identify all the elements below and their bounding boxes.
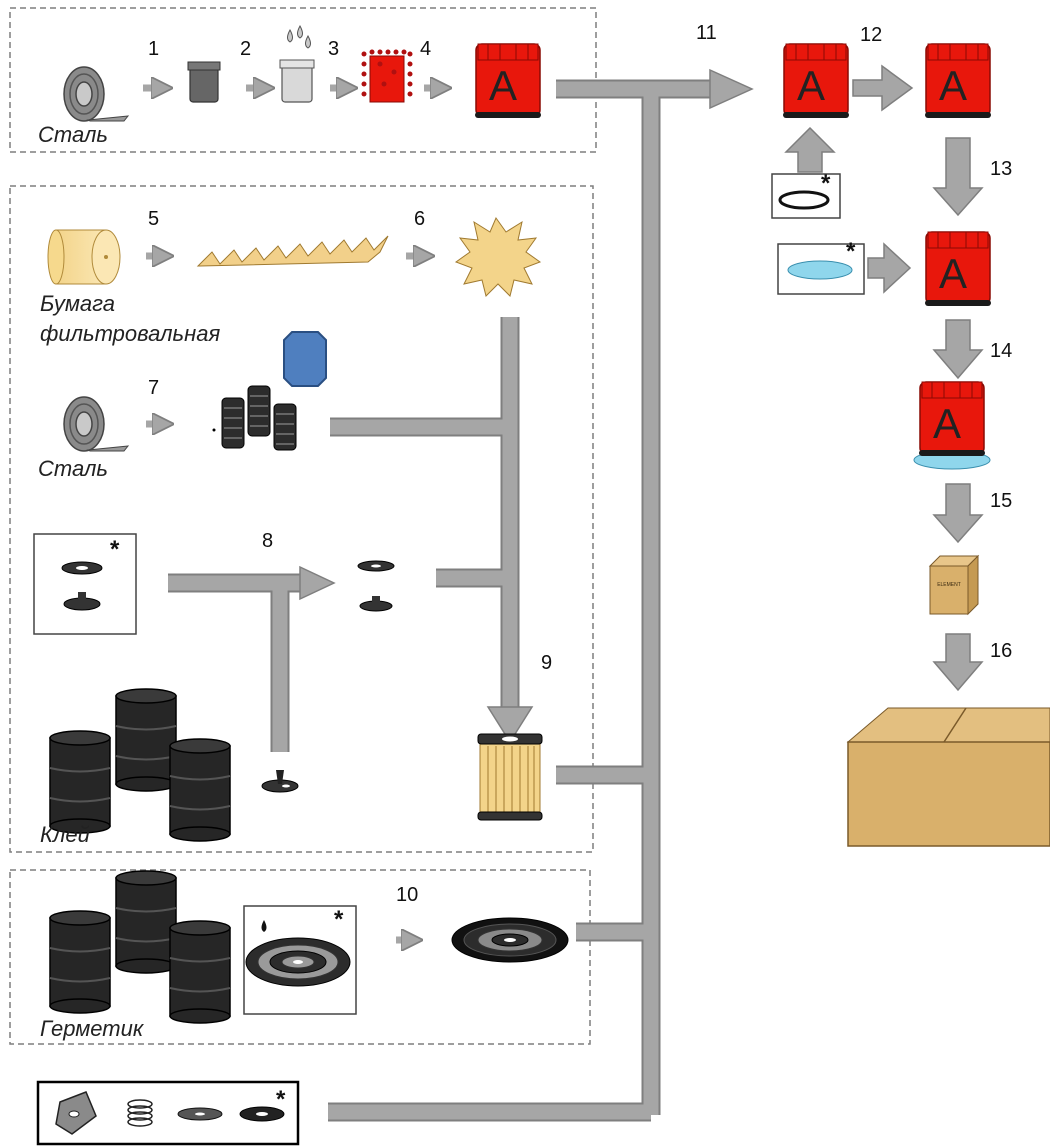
glue-drum-3-icon	[169, 738, 231, 842]
sealed-plate-icon	[451, 917, 569, 963]
canister-step14-icon	[913, 381, 991, 470]
step-number-14: 14	[990, 340, 1013, 362]
blank-cup-icon	[187, 61, 221, 103]
step-number-7: 7	[148, 377, 160, 399]
sealant-drum-3-icon	[169, 920, 231, 1024]
material-label-sealant: Герметик	[40, 1016, 144, 1041]
step-number-9: 9	[541, 652, 553, 674]
group-frames	[9, 7, 597, 1045]
filter-element-icon	[477, 733, 543, 821]
blue-sticky-marker	[283, 331, 327, 387]
glue-drum-1-icon	[49, 730, 111, 834]
end-caps-supplied-box	[33, 533, 137, 635]
arrow-16	[932, 633, 984, 692]
end-caps-icon	[357, 560, 395, 612]
trunk-arrowheads	[299, 68, 754, 744]
step-number-3: 3	[328, 38, 340, 60]
material-label-paper-line1: Бумага	[40, 291, 115, 316]
steel-coil-2-icon	[63, 396, 129, 452]
step-number-12: 12	[860, 24, 883, 46]
frame-steel-housing	[9, 7, 597, 153]
step-number-15: 15	[990, 490, 1013, 512]
right-chain-arrows	[784, 64, 984, 692]
supplied-mark-o-ring: *	[821, 170, 831, 197]
material-label-glue: Клей	[40, 822, 90, 847]
step-number-16: 16	[990, 640, 1013, 662]
components-supplied-box	[36, 1080, 300, 1146]
step-arrows	[143, 88, 441, 940]
pleated-paper-icon	[196, 235, 389, 267]
perforated-tubes-icon	[212, 385, 297, 451]
trunk-connectors	[168, 79, 710, 1122]
canister-step11-letter: A	[797, 62, 825, 109]
step-number-2: 2	[240, 38, 252, 60]
sealant-drum-2-icon	[115, 870, 177, 974]
material-label-paper-line2: фильтровальная	[40, 321, 221, 346]
arrow-12	[852, 64, 914, 112]
supplied-mark-components: *	[276, 1086, 286, 1113]
supplied-mark-sealant-plate: *	[334, 906, 344, 933]
gasket-supplied-box	[777, 243, 865, 295]
supplied-mark-gasket: *	[846, 238, 856, 265]
step-number-11: 11	[696, 22, 717, 44]
step-number-13: 13	[990, 158, 1013, 180]
canister-step14-letter: A	[933, 400, 961, 447]
step-number-1: 1	[148, 38, 160, 60]
arrow-11-head	[709, 68, 754, 110]
step-number-8: 8	[262, 530, 274, 552]
material-label-steel-2: Сталь	[38, 456, 108, 481]
arrow-15	[932, 483, 984, 544]
arrow-8-head	[299, 565, 336, 601]
canister-step4-letter: A	[489, 62, 517, 109]
arrow-14	[932, 319, 984, 380]
step-number-6: 6	[414, 208, 426, 230]
washed-cup-icon	[279, 24, 315, 103]
sealant-drum-1-icon	[49, 910, 111, 1014]
shipping-carton-icon	[846, 707, 1050, 847]
arrow-13	[932, 137, 984, 217]
step-number-4: 4	[420, 38, 432, 60]
frame-filter-element	[9, 185, 594, 853]
canister-step13-letter: A	[939, 250, 967, 297]
paper-roll-icon	[47, 229, 121, 285]
glue-drum-2-icon	[115, 688, 177, 792]
frame-sealant	[9, 869, 591, 1045]
steel-coil-icon	[63, 66, 129, 122]
sealant-plate-supplied-box	[243, 905, 357, 1015]
supplied-mark-end-caps: *	[110, 536, 120, 563]
box-label: ELEMENT	[937, 582, 961, 588]
painted-cup-icon	[361, 49, 413, 103]
canister-step12-letter: A	[939, 62, 967, 109]
arrow-9-head	[486, 706, 534, 744]
arrow-oring-up	[784, 126, 836, 173]
pleated-star-icon	[454, 216, 542, 297]
step-number-10: 10	[396, 884, 419, 906]
arrow-gasket	[867, 242, 912, 294]
material-label-steel: Сталь	[38, 122, 108, 147]
small-product-box-icon	[928, 554, 980, 616]
step-number-5: 5	[148, 208, 160, 230]
glue-drop-icon	[261, 770, 299, 793]
o-ring-supplied-box	[771, 173, 841, 219]
